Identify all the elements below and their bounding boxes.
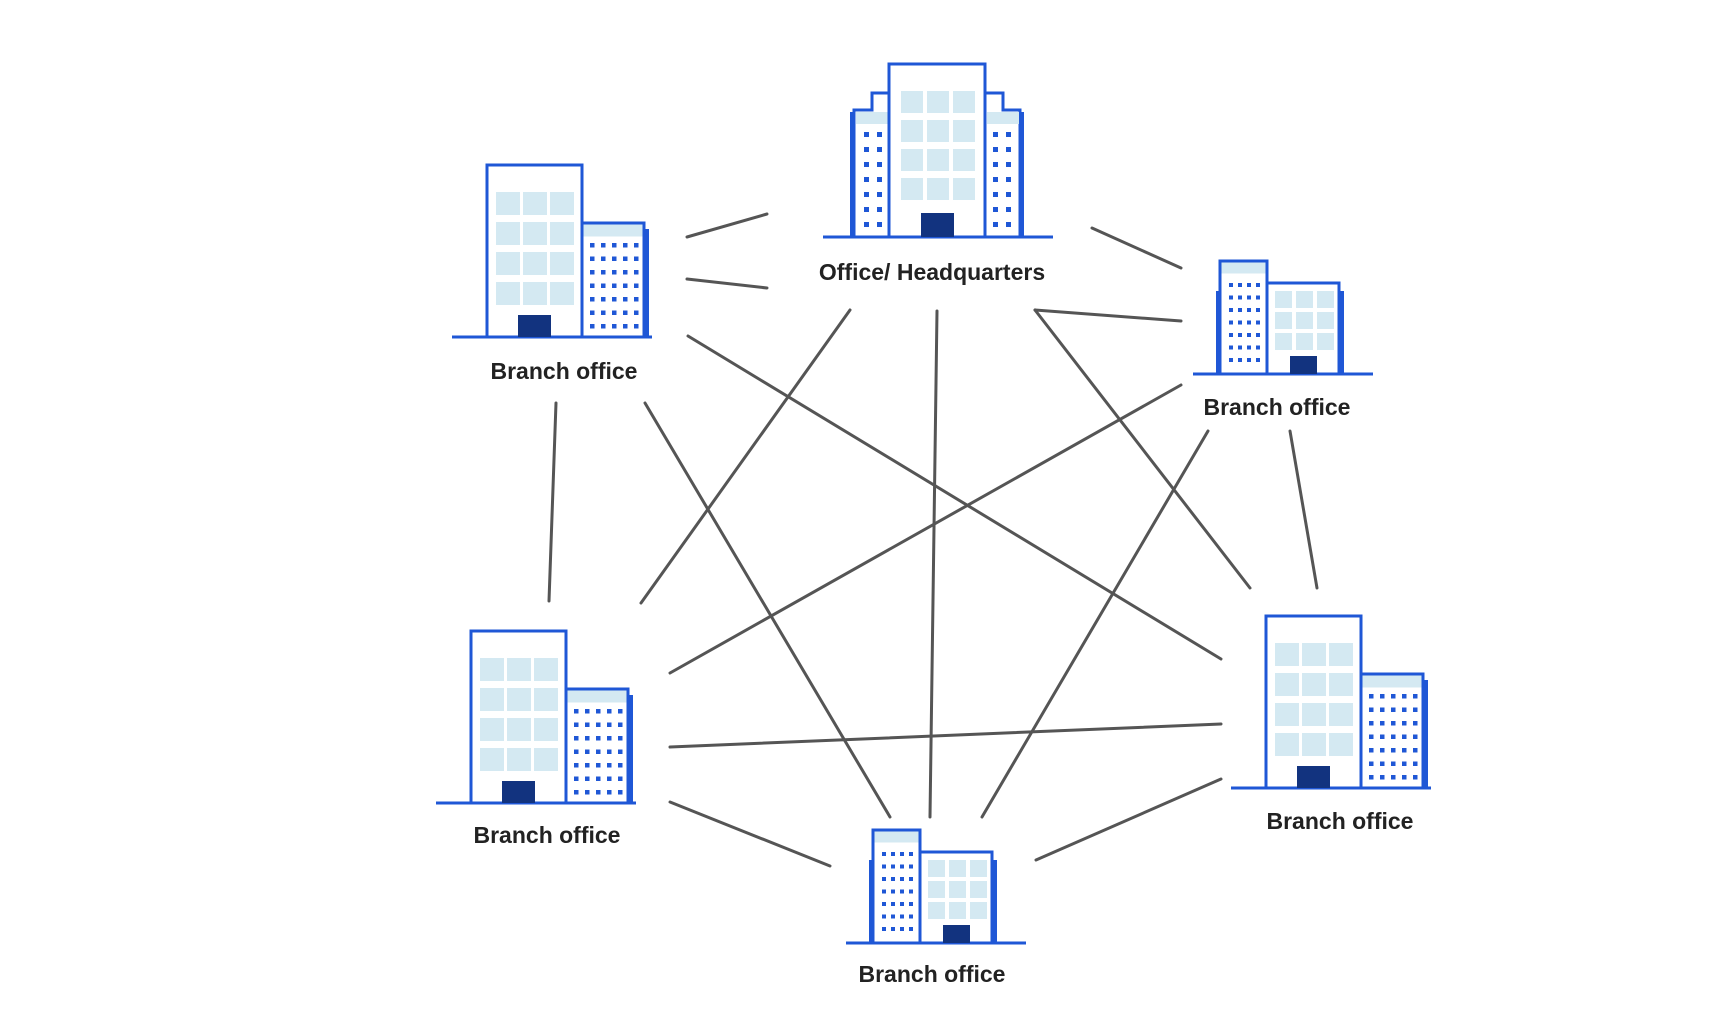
node-label-right-lower: Branch office: [1267, 808, 1414, 834]
headquarters-building-icon: [823, 62, 1053, 239]
buildings: [436, 62, 1431, 945]
connection-line: [639, 308, 852, 605]
connection-lines: [547, 212, 1319, 868]
connection-line: [1034, 777, 1223, 862]
node-label-hq: Office/ Headquarters: [819, 259, 1045, 285]
node-label-top-left: Branch office: [491, 358, 638, 384]
connection-line: [547, 401, 558, 603]
connection-line: [1033, 308, 1252, 590]
office-building-icon: [1231, 614, 1431, 790]
office-building-icon: [436, 629, 636, 805]
connection-line: [928, 309, 939, 819]
node-label-right-upper: Branch office: [1204, 394, 1351, 420]
connection-line: [685, 212, 769, 239]
connection-line: [980, 429, 1210, 819]
connection-line: [1033, 308, 1183, 323]
connection-line: [643, 401, 892, 819]
office-building-icon: [1193, 259, 1373, 376]
connection-line: [1288, 429, 1319, 590]
connection-line: [668, 383, 1183, 675]
connection-line: [686, 334, 1223, 661]
node-label-bottom-left: Branch office: [474, 822, 621, 848]
node-label-bottom: Branch office: [859, 961, 1006, 987]
node-labels: Office/ Headquarters Branch office Branc…: [474, 259, 1414, 987]
office-building-icon: [846, 828, 1026, 945]
office-building-icon: [452, 163, 652, 339]
connection-line: [668, 800, 832, 868]
connection-line: [668, 722, 1223, 749]
connection-line: [685, 277, 769, 290]
connection-line: [1090, 226, 1183, 270]
